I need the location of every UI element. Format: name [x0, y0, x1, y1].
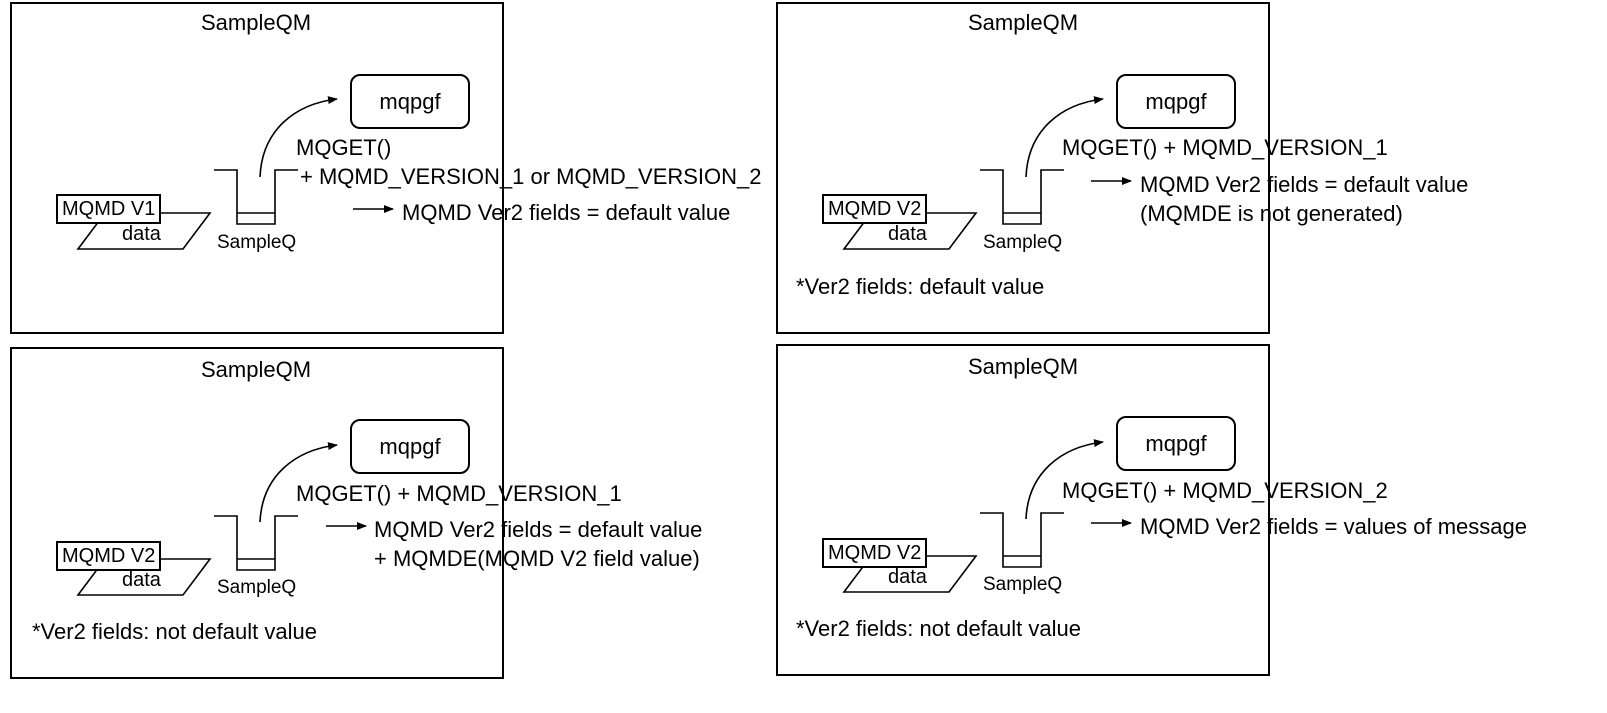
mqmd-header-box: MQMD V1	[56, 194, 162, 224]
get-arrow	[1025, 96, 1104, 178]
message-data-label: data	[888, 566, 927, 588]
panel-bottom-right-art	[842, 439, 1132, 593]
mqmd-header-box: MQMD V2	[822, 538, 928, 568]
ver2-fields-note: *Ver2 fields: not default value	[796, 616, 1081, 641]
ver2-fields-note: *Ver2 fields: default value	[796, 274, 1045, 299]
message-data-shape	[76, 212, 212, 250]
ver2-fields-note: *Ver2 fields: not default value	[32, 619, 317, 644]
queue-label: SampleQ	[983, 574, 1063, 595]
panel-top-left	[10, 2, 504, 334]
queue-manager-title: SampleQM	[968, 354, 1079, 379]
queue-manager-title: SampleQM	[968, 10, 1079, 35]
result-line-2: + MQMDE(MQMD V2 field value)	[374, 546, 700, 571]
application-box: mqpgf	[1116, 416, 1236, 471]
queue-shape	[980, 169, 1064, 225]
result-line-1: MQMD Ver2 fields = default value	[1140, 172, 1469, 197]
message-data-shape	[842, 212, 978, 250]
mqget-call-line-1: MQGET()	[296, 135, 392, 160]
application-label: mqpgf	[1145, 430, 1207, 456]
result-line-2: (MQMDE is not generated)	[1140, 201, 1403, 226]
application-label: mqpgf	[1145, 88, 1207, 114]
queue-manager-title: SampleQM	[201, 357, 312, 382]
queue-shape	[214, 169, 298, 225]
mqmd-header-box: MQMD V2	[822, 194, 928, 224]
panel-top-right	[776, 2, 1270, 334]
panel-bottom-left	[10, 347, 504, 679]
message-data-shape	[842, 555, 978, 593]
result-line-1: MQMD Ver2 fields = default value	[374, 517, 703, 542]
mqget-call-line-1: MQGET() + MQMD_VERSION_2	[1062, 478, 1388, 503]
queue-label: SampleQ	[217, 232, 297, 253]
panel-top-left-art	[76, 96, 394, 250]
get-arrow	[259, 96, 338, 178]
application-label: mqpgf	[379, 433, 441, 459]
message-data-label: data	[122, 223, 161, 245]
message-data-label: data	[122, 569, 161, 591]
queue-label: SampleQ	[217, 577, 297, 598]
get-arrow	[1025, 439, 1104, 520]
application-label: mqpgf	[379, 88, 441, 114]
mqmd-header-box: MQMD V2	[56, 541, 162, 571]
mqget-call-line-1: MQGET() + MQMD_VERSION_1	[1062, 135, 1388, 160]
mqget-call-line-2: + MQMD_VERSION_1 or MQMD_VERSION_2	[300, 164, 762, 189]
get-arrow	[259, 442, 338, 523]
panel-bottom-right	[776, 344, 1270, 676]
mqget-call-line-1: MQGET() + MQMD_VERSION_1	[296, 481, 622, 506]
queue-label: SampleQ	[983, 232, 1063, 253]
application-box: mqpgf	[350, 74, 470, 129]
message-data-label: data	[888, 223, 927, 245]
application-box: mqpgf	[1116, 74, 1236, 129]
queue-manager-title: SampleQM	[201, 10, 312, 35]
result-line-1: MQMD Ver2 fields = values of message	[1140, 514, 1527, 539]
message-data-shape	[76, 558, 212, 596]
panel-top-right-art	[842, 96, 1132, 250]
application-box: mqpgf	[350, 419, 470, 474]
queue-shape	[980, 512, 1064, 568]
queue-shape	[214, 515, 298, 571]
panel-bottom-left-art	[76, 442, 367, 596]
result-line-1: MQMD Ver2 fields = default value	[402, 200, 731, 225]
